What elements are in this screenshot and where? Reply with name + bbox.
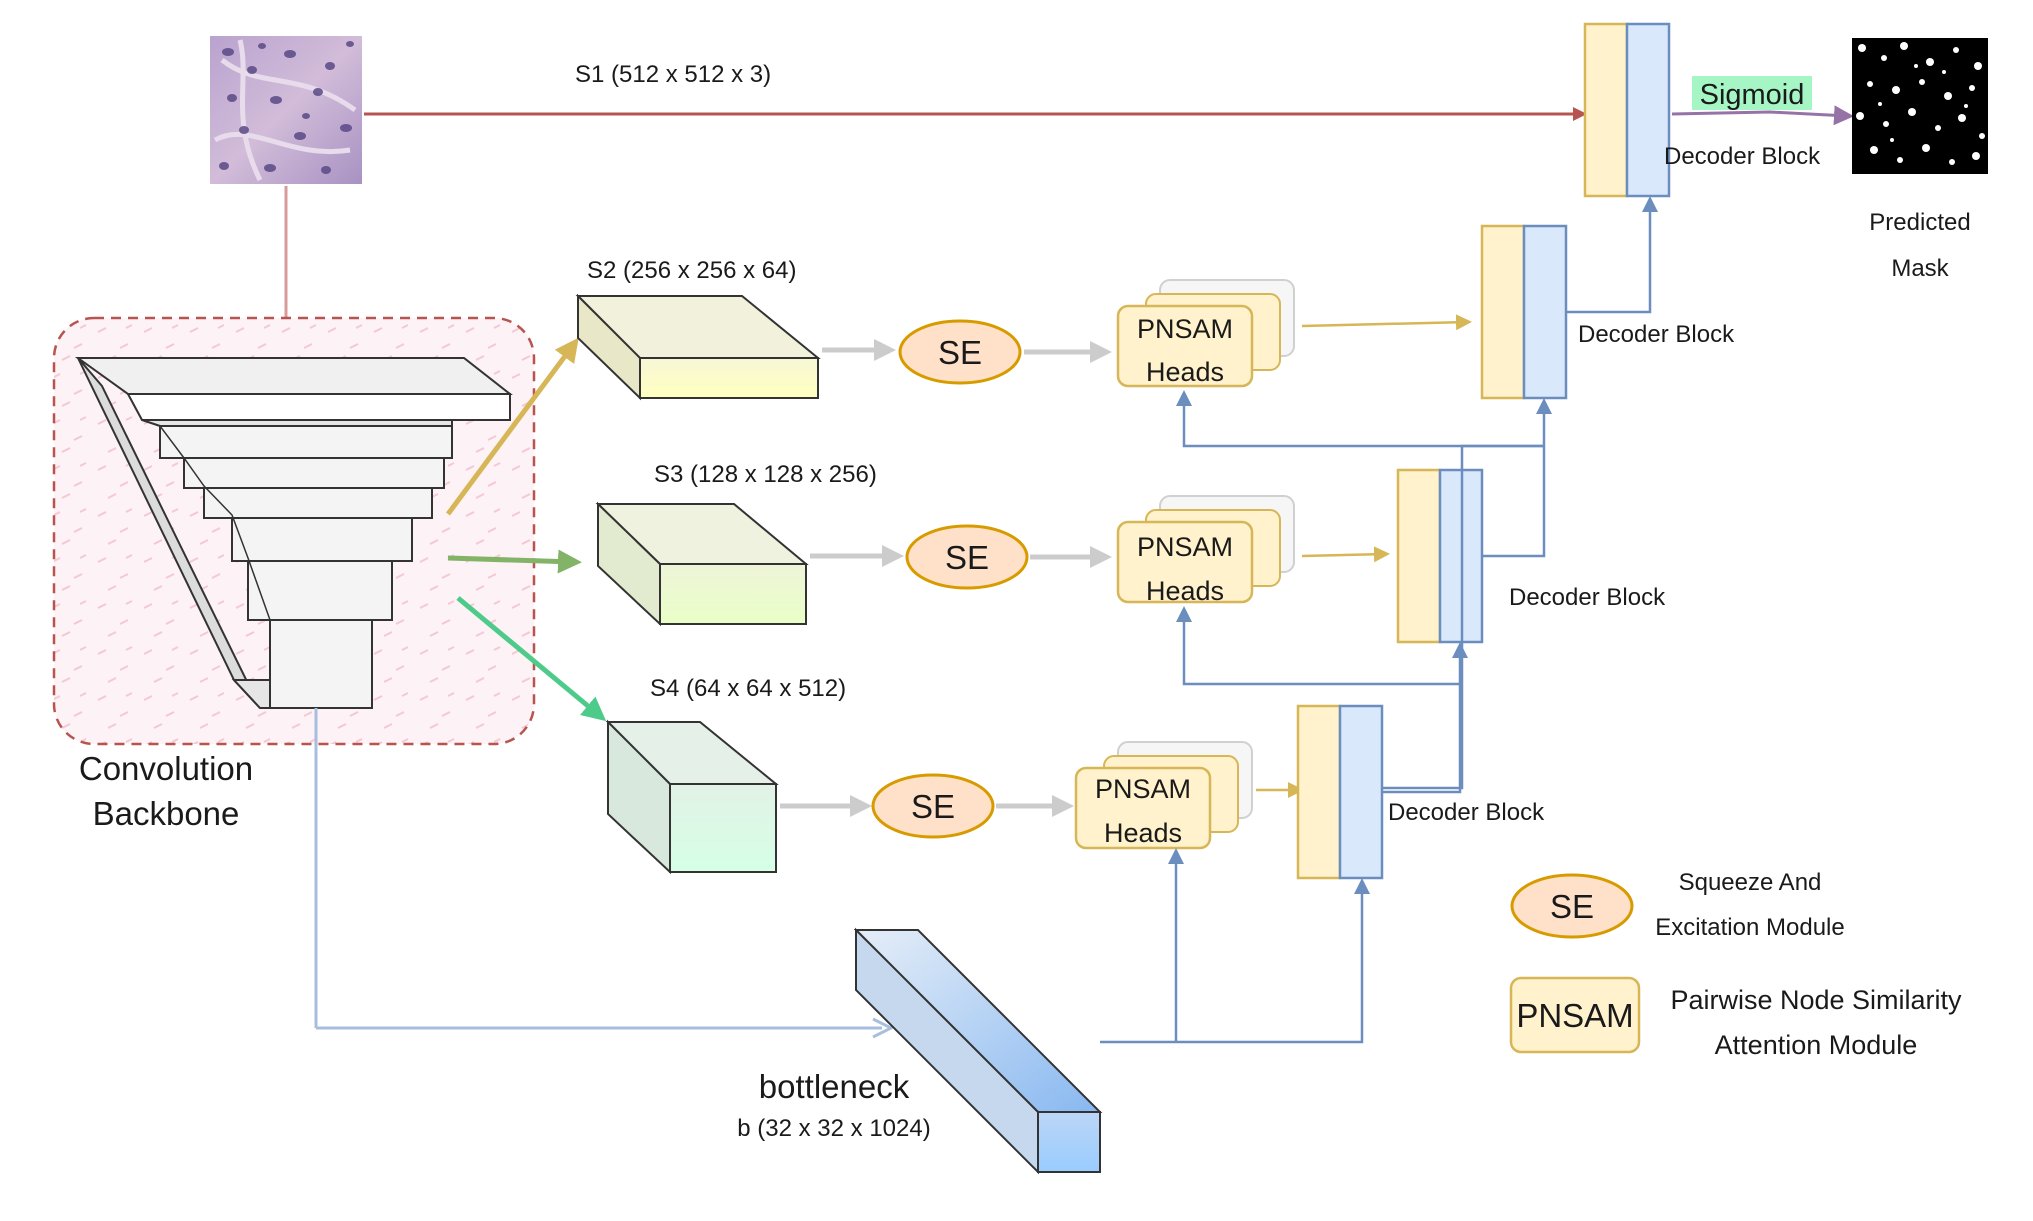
decoder-label-4: Decoder Block [1388,799,1545,826]
pnsam-label-3a: PNSAM [1095,774,1191,804]
pnsam-label-2a: PNSAM [1137,532,1233,562]
predicted-mask-label-line1: Predicted [1869,209,1970,236]
s1-label: S1 (512 x 512 x 3) [575,61,771,88]
se-module-2: SE [905,524,1029,590]
pnsam-heads-2: PNSAM Heads [1116,495,1295,606]
decoder-block-1 [1583,22,1671,198]
se-module-3: SE [871,773,995,839]
backbone-label-line1: Convolution [79,750,253,787]
s3-label: S3 (128 x 128 x 256) [654,461,877,488]
convolution-backbone [52,316,536,746]
legend-se-desc-line2: Excitation Module [1655,914,1844,941]
backbone-label-line2: Backbone [93,795,240,832]
legend-pnsam-symbol-shape [1509,976,1641,1054]
s2-label: S2 (256 x 256 x 64) [587,257,796,284]
se-label-3: SE [911,788,955,825]
pnsam-heads-3: PNSAM Heads [1074,741,1253,850]
se-label-1: SE [938,334,982,371]
decoder-block-3 [1396,468,1484,644]
bottleneck-label-line1: bottleneck [759,1068,910,1105]
pnsam-label-2b: Heads [1146,576,1224,606]
decoder-block-4 [1296,704,1384,880]
se-label-2: SE [945,539,989,576]
decoder-block-2 [1480,224,1568,400]
s4-feature-block [605,719,779,875]
decoder-label-1: Decoder Block [1664,143,1821,170]
pnsam-heads-1: PNSAM Heads [1116,279,1295,388]
s2-feature-block [575,293,821,401]
legend-se-symbol-shape [1510,873,1634,939]
se-module-1: SE [898,319,1022,385]
predicted-mask-image [1852,38,1988,174]
decoder-upsample-paths [1100,196,1658,1044]
predicted-mask-label-line2: Mask [1891,255,1949,282]
input-image [210,36,362,184]
legend-se-symbol: SE [1550,888,1594,925]
pnsam-label-1b: Heads [1146,357,1224,387]
sigmoid-highlight [1692,76,1812,110]
s4-label: S4 (64 x 64 x 512) [650,675,846,702]
s2-arrow [445,337,579,516]
decoder-label-2: Decoder Block [1578,321,1735,348]
s3-arrow [447,549,582,574]
sigmoid-arrow [1671,105,1854,126]
bottleneck-label-line2: b (32 x 32 x 1024) [737,1115,930,1142]
pnsam-label-1a: PNSAM [1137,314,1233,344]
legend-pnsam-desc-line1: Pairwise Node Similarity [1670,985,1962,1015]
pnsam-label-3b: Heads [1104,818,1182,848]
pnsam1-to-decoder-arrow [1301,314,1472,331]
legend-pnsam-symbol: PNSAM [1516,997,1633,1034]
legend: SE Squeeze And Excitation Module PNSAM P… [1509,869,1962,1060]
pnsam2-to-decoder-arrow [1301,546,1390,563]
s4-arrow [456,596,607,722]
sigmoid-label: Sigmoid [1700,79,1805,111]
bottleneck-block [853,927,1103,1175]
legend-pnsam-desc-line2: Attention Module [1715,1030,1918,1060]
decoder-label-3: Decoder Block [1509,584,1666,611]
legend-se-desc-line1: Squeeze And [1679,869,1822,896]
s3-feature-block [595,501,809,627]
